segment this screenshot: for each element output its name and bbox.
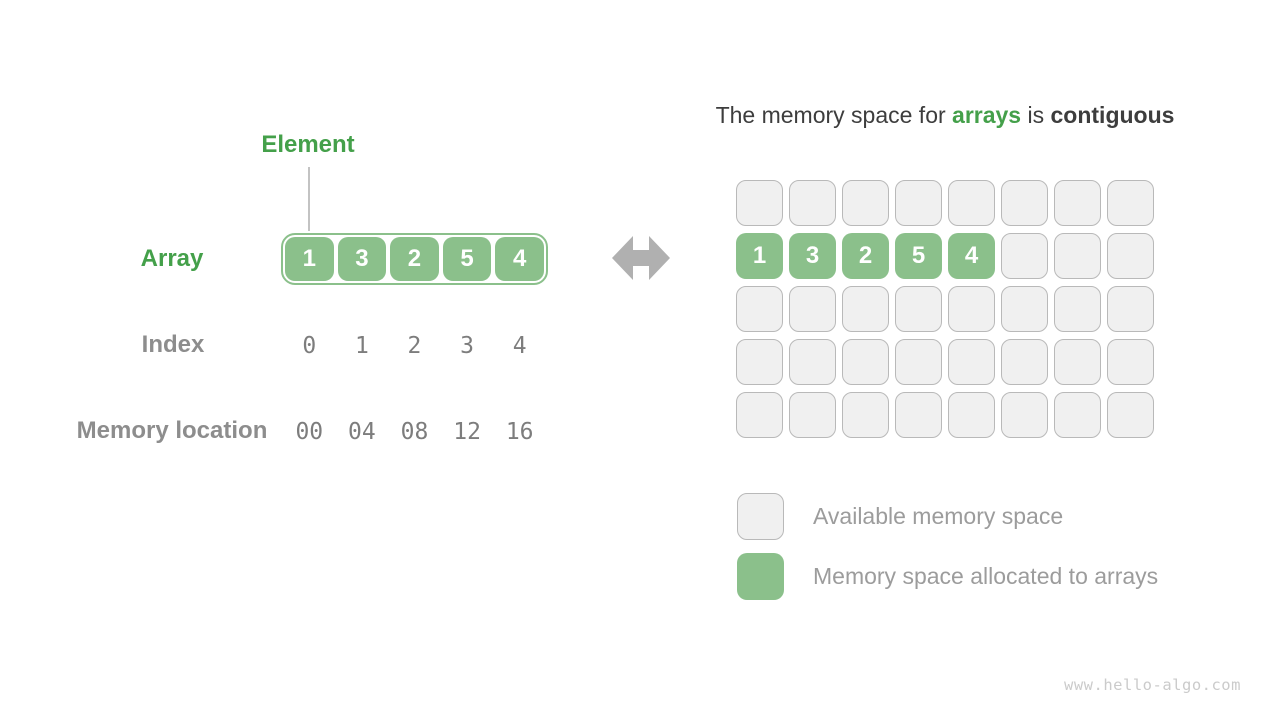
legend-swatch-allocated xyxy=(737,553,784,600)
left-right-arrow-icon xyxy=(612,236,670,280)
memory-cell-available xyxy=(895,392,942,438)
memory-location-value: 12 xyxy=(453,419,481,445)
memory-location-value: 04 xyxy=(348,419,376,445)
element-callout-label: Element xyxy=(261,131,355,158)
memory-cell-available xyxy=(895,339,942,385)
index-value: 4 xyxy=(512,333,527,359)
array-element-cell: 1 xyxy=(285,237,334,281)
array-element-cell: 4 xyxy=(495,237,544,281)
watermark: www.hello-algo.com xyxy=(1064,676,1241,694)
memory-cell-allocated: 3 xyxy=(789,233,836,279)
memory-cell-available xyxy=(1001,339,1048,385)
title-segment: is xyxy=(1021,102,1051,128)
memory-cell-available xyxy=(789,286,836,332)
memory-location-value: 16 xyxy=(505,419,534,445)
title-segment: contiguous xyxy=(1050,102,1175,128)
title-segment: arrays xyxy=(952,102,1022,128)
memory-cell-available xyxy=(736,180,783,226)
memory-cell-available xyxy=(1054,339,1101,385)
memory-cell-allocated: 4 xyxy=(948,233,995,279)
memory-cell-available xyxy=(736,286,783,332)
index-row-label: Index xyxy=(141,331,205,358)
memory-cell-available xyxy=(736,392,783,438)
page-title: The memory space for arrays is contiguou… xyxy=(716,102,1175,129)
memory-cell-available xyxy=(1107,339,1154,385)
memory-location-row-label: Memory location xyxy=(76,417,268,444)
legend-label: Available memory space xyxy=(813,503,1064,529)
memory-cell-available xyxy=(789,392,836,438)
array-row-label: Array xyxy=(140,245,204,272)
memory-cell-available xyxy=(1054,233,1101,279)
index-value: 2 xyxy=(407,333,422,359)
memory-cell-allocated: 5 xyxy=(895,233,942,279)
memory-cell-available xyxy=(1054,286,1101,332)
array-element-cell: 5 xyxy=(442,237,492,281)
memory-cell-available xyxy=(842,180,889,226)
memory-cell-available xyxy=(1001,233,1048,279)
memory-cell-allocated: 2 xyxy=(842,233,889,279)
memory-cell-available xyxy=(842,392,889,438)
memory-cell-available xyxy=(1107,392,1154,438)
title-segment: The memory space for xyxy=(715,102,953,128)
memory-cell-available xyxy=(736,339,783,385)
memory-cell-available xyxy=(1001,286,1048,332)
memory-cell-available xyxy=(842,286,889,332)
memory-cell-available xyxy=(1107,286,1154,332)
array-element-cell: 3 xyxy=(337,237,387,281)
memory-cell-available xyxy=(1054,180,1101,226)
memory-cell-available xyxy=(789,339,836,385)
memory-cell-available xyxy=(1001,180,1048,226)
array-element-cell: 2 xyxy=(390,237,439,281)
legend-label: Memory space allocated to arrays xyxy=(813,563,1159,589)
memory-location-value: 00 xyxy=(295,419,324,445)
memory-cell-available xyxy=(1001,392,1048,438)
memory-cell-available xyxy=(948,392,995,438)
element-pointer-line xyxy=(308,167,310,231)
memory-cell-available xyxy=(948,286,995,332)
memory-cell-available xyxy=(948,180,995,226)
memory-cell-allocated: 1 xyxy=(736,233,783,279)
memory-row: 00 04 08 12 16 xyxy=(285,419,544,445)
memory-cell-available xyxy=(1107,180,1154,226)
memory-cell-available xyxy=(842,339,889,385)
memory-cell-available xyxy=(948,339,995,385)
legend-item: Available memory space xyxy=(737,493,1158,540)
memory-cell-available xyxy=(1107,233,1154,279)
memory-cell-available xyxy=(1054,392,1101,438)
legend-swatch-available xyxy=(737,493,784,540)
memory-cell-available xyxy=(895,180,942,226)
memory-cell-available xyxy=(789,180,836,226)
index-value: 1 xyxy=(354,333,369,359)
legend-item: Memory space allocated to arrays xyxy=(737,553,1158,600)
memory-location-value: 08 xyxy=(400,419,429,445)
index-row: 0 1 2 3 4 xyxy=(285,333,544,359)
memory-cell-available xyxy=(895,286,942,332)
index-value: 0 xyxy=(302,333,317,359)
index-value: 3 xyxy=(460,333,474,359)
